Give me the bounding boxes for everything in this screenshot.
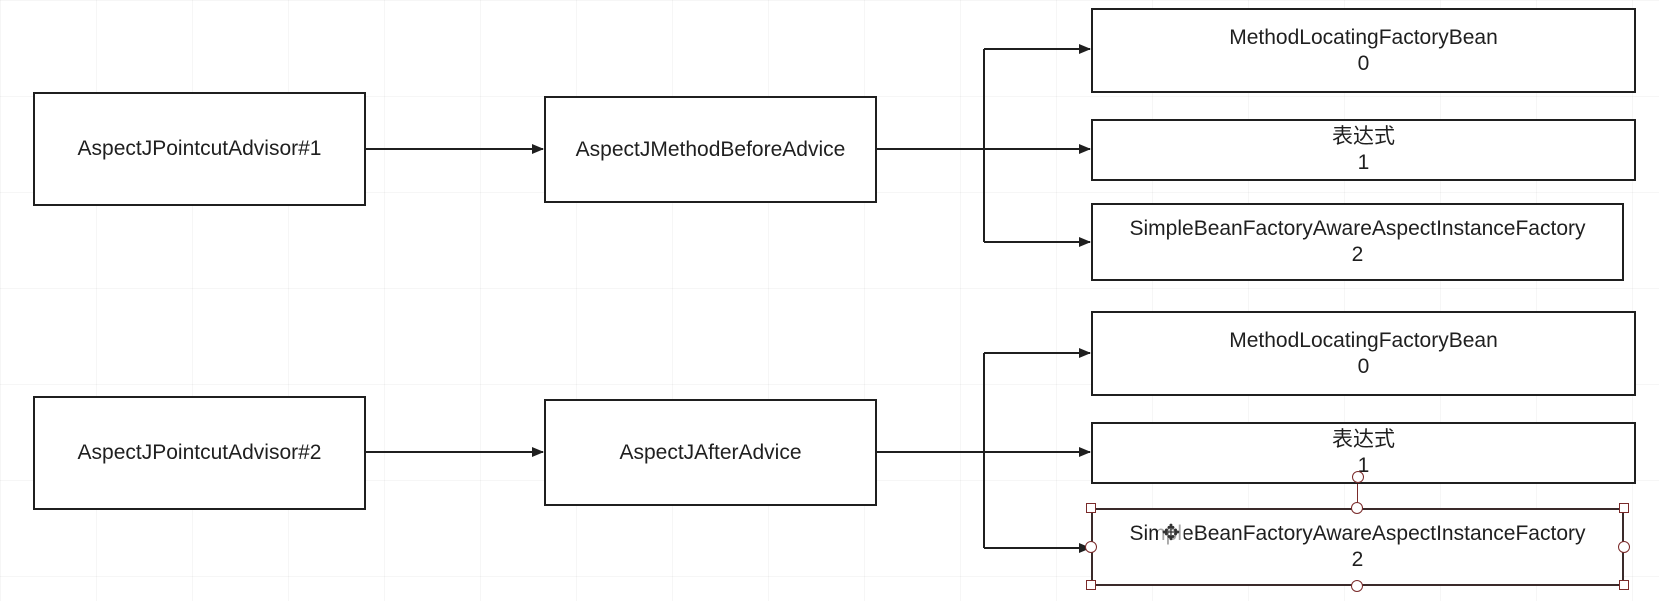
- arg-node-1-0-index: 0: [1357, 51, 1370, 75]
- resize-handle-bottom-left[interactable]: [1086, 580, 1096, 590]
- resize-handle-top-left[interactable]: [1086, 503, 1096, 513]
- arg-node-1-0-name: MethodLocatingFactoryBean: [1229, 25, 1498, 49]
- arg-node-2-0-index: 0: [1357, 354, 1370, 378]
- resize-handle-bottom[interactable]: [1351, 580, 1363, 592]
- arg-node-1-1-name: 表达式: [1332, 125, 1395, 148]
- arg-node-2-0-name: MethodLocatingFactoryBean: [1229, 328, 1498, 352]
- advice-node-1-label: AspectJMethodBeforeAdvice: [575, 137, 846, 161]
- advice-node-2[interactable]: AspectJAfterAdvice: [544, 399, 877, 506]
- resize-handle-left[interactable]: [1085, 541, 1097, 553]
- arg-node-1-2-index: 2: [1351, 243, 1364, 266]
- resize-handle-top[interactable]: [1351, 502, 1363, 514]
- arg-node-1-1[interactable]: 表达式 1: [1091, 119, 1636, 181]
- advice-node-1[interactable]: AspectJMethodBeforeAdvice: [544, 96, 877, 203]
- arg-node-2-1-name: 表达式: [1332, 428, 1395, 451]
- arg-node-1-2-name: SimpleBeanFactoryAwareAspectInstanceFact…: [1129, 217, 1586, 240]
- arg-node-1-1-index: 1: [1357, 151, 1370, 174]
- arg-node-2-1-index: 1: [1357, 454, 1370, 477]
- resize-handle-bottom-right[interactable]: [1619, 580, 1629, 590]
- rotation-handle-stem: [1357, 484, 1358, 508]
- arg-node-1-0[interactable]: MethodLocatingFactoryBean 0: [1091, 8, 1636, 93]
- rotation-handle[interactable]: [1352, 471, 1364, 483]
- advice-node-2-label: AspectJAfterAdvice: [619, 440, 802, 464]
- resize-handle-top-right[interactable]: [1619, 503, 1629, 513]
- move-cursor-icon: ✥: [1158, 520, 1184, 546]
- arg-node-2-2-name: SimpleBeanFactoryAwareAspectInstanceFact…: [1129, 522, 1586, 545]
- advisor-node-1-label: AspectJPointcutAdvisor#1: [77, 137, 322, 160]
- arg-node-1-2[interactable]: SimpleBeanFactoryAwareAspectInstanceFact…: [1091, 203, 1624, 281]
- arg-node-2-0[interactable]: MethodLocatingFactoryBean 0: [1091, 311, 1636, 396]
- advisor-node-1[interactable]: AspectJPointcutAdvisor#1: [33, 92, 366, 206]
- resize-handle-right[interactable]: [1618, 541, 1630, 553]
- arg-node-2-2-index: 2: [1351, 548, 1364, 571]
- advisor-node-2[interactable]: AspectJPointcutAdvisor#2: [33, 396, 366, 510]
- advisor-node-2-label: AspectJPointcutAdvisor#2: [77, 441, 322, 464]
